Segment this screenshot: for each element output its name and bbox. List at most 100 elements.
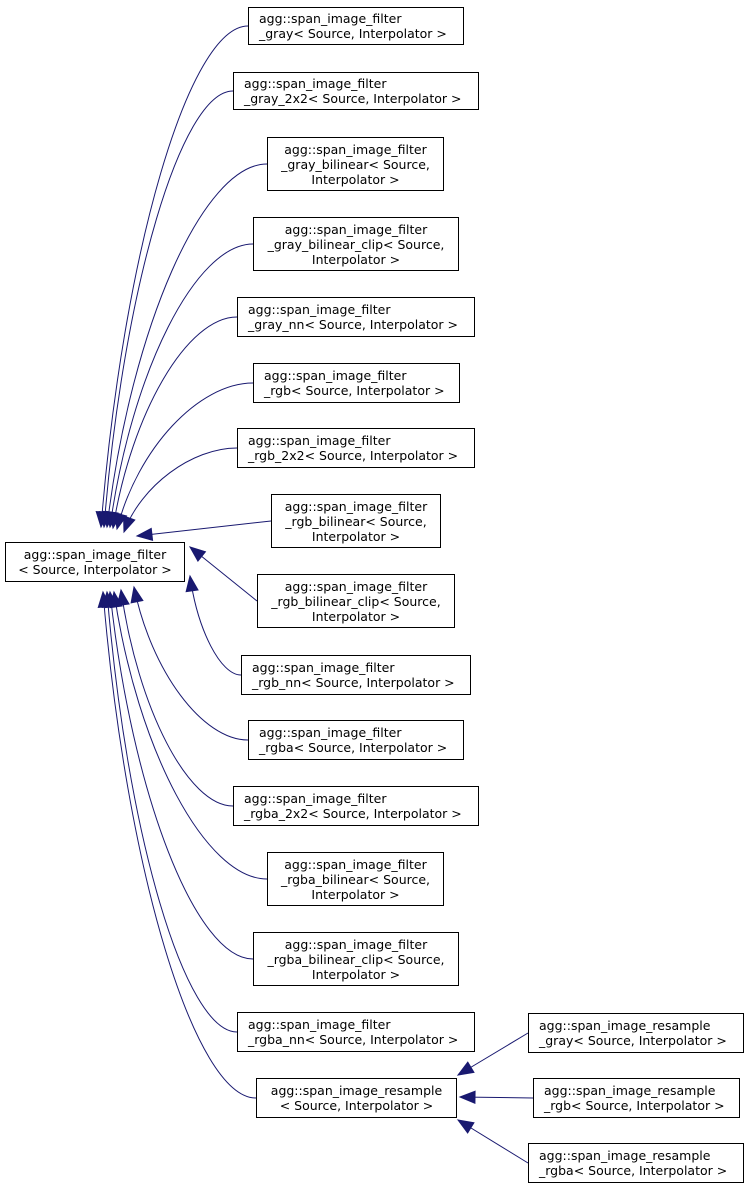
edge-arrowhead [456, 1061, 475, 1076]
edge-arrowhead [185, 574, 199, 593]
edge-line [103, 90, 234, 528]
class-node-gray-nn[interactable]: agg::span_image_filter_gray_nn< Source, … [237, 297, 475, 337]
inheritance-edge-rgba-2x2 [116, 588, 234, 807]
class-node-rgb-bil[interactable]: agg::span_image_filter_rgb_bilinear< Sou… [271, 494, 441, 548]
class-node-gray-bil[interactable]: agg::span_image_filter_gray_bilinear< So… [267, 137, 444, 191]
class-node-label-line: Interpolator > [311, 251, 401, 267]
class-node-label-line: agg::span_image_filter [259, 11, 402, 26]
class-node-label-line: agg::span_image_filter [284, 141, 427, 157]
class-node-label-line: _gray_bilinear_clip< Source, [267, 236, 445, 252]
edge-line [112, 316, 238, 529]
class-node-label-line: _rgb_2x2< Source, Interpolator > [248, 448, 459, 463]
edge-arrowhead [458, 1090, 476, 1104]
class-node-rgb-bilc[interactable]: agg::span_image_filter_rgb_bilinear_clip… [257, 574, 455, 628]
edge-line [106, 163, 268, 528]
class-node-label-line: agg::span_image_filter [284, 856, 427, 872]
inheritance-edge-res-rgb [458, 1090, 534, 1104]
inheritance-edge-resample [97, 590, 257, 1099]
class-node-label-line: _gray_bilinear< Source, [281, 156, 430, 172]
class-node-label-line: Interpolator > [311, 886, 400, 902]
class-node-label-line: agg::span_image_filter [284, 498, 428, 514]
edge-arrowhead [188, 546, 207, 562]
class-node-res-rgba[interactable]: agg::span_image_resample_rgba< Source, I… [528, 1143, 744, 1183]
class-node-rgba-nn[interactable]: agg::span_image_filter_rgba_nn< Source, … [237, 1012, 475, 1052]
class-node-label-line: _rgb< Source, Interpolator > [264, 383, 445, 398]
class-node-label-line: Interpolator > [311, 528, 401, 544]
inheritance-edge-gray-nn [108, 316, 238, 530]
class-node-label-line: _rgba< Source, Interpolator > [259, 740, 448, 755]
edge-line [113, 591, 268, 880]
edge-arrowhead [123, 515, 136, 534]
edge-arrowhead [97, 590, 111, 609]
class-node-gray-2x2[interactable]: agg::span_image_filter_gray_2x2< Source,… [233, 72, 479, 110]
class-node-gray-bilc[interactable]: agg::span_image_filter_gray_bilinear_cli… [253, 217, 459, 271]
edge-line [120, 589, 234, 807]
class-node-label-line: agg::span_image_filter [23, 547, 167, 562]
inheritance-edge-rgb [114, 382, 254, 531]
class-node-label-line: < Source, Interpolator > [18, 562, 172, 577]
class-node-label-line: agg::span_image_filter [264, 368, 407, 383]
class-node-rgb-nn[interactable]: agg::span_image_filter_rgb_nn< Source, I… [241, 655, 471, 695]
class-node-label-line: agg::span_image_resample [270, 1083, 443, 1098]
edge-arrowhead [130, 585, 144, 604]
class-node-label-line: agg::span_image_filter [248, 302, 391, 317]
class-node-rgba[interactable]: agg::span_image_filter_rgba< Source, Int… [248, 720, 464, 760]
edge-arrowhead [456, 1119, 475, 1134]
class-node-label-line: agg::span_image_filter [284, 936, 428, 952]
edge-line [189, 575, 242, 676]
class-node-label-line: _rgba_bilinear< Source, [280, 871, 431, 887]
edge-line [123, 447, 238, 533]
class-node-rgb[interactable]: agg::span_image_filter_rgb< Source, Inte… [253, 363, 460, 403]
class-node-label-line: agg::span_image_filter [248, 1017, 391, 1032]
class-node-res-rgb[interactable]: agg::span_image_resample_rgb< Source, In… [533, 1078, 740, 1118]
class-node-rgba-2x2[interactable]: agg::span_image_filter_rgba_2x2< Source,… [233, 786, 479, 826]
class-node-label-line: _gray_nn< Source, Interpolator > [248, 317, 458, 332]
class-node-label-line: _gray_2x2< Source, Interpolator > [244, 91, 462, 106]
class-node-label-line: _rgb< Source, Interpolator > [544, 1098, 725, 1113]
edge-line [106, 591, 238, 1033]
class-node-res-gray[interactable]: agg::span_image_resample_gray< Source, I… [528, 1013, 744, 1053]
inheritance-edge-rgba [130, 585, 249, 741]
class-node-label-line: _gray< Source, Interpolator > [259, 26, 447, 41]
class-node-rgba-bil[interactable]: agg::span_image_filter_rgba_bilinear< So… [267, 852, 444, 906]
edge-line [109, 591, 254, 960]
class-node-label-line: agg::span_image_resample [539, 1148, 711, 1163]
class-node-label-line: agg::span_image_filter [284, 221, 428, 237]
edge-line [100, 25, 249, 528]
edge-line [109, 243, 254, 528]
edge-line [136, 520, 272, 537]
class-node-label-line: agg::span_image_filter [244, 76, 387, 91]
inheritance-edge-rgb-bil [135, 520, 272, 541]
class-node-label-line: _rgba_2x2< Source, Interpolator > [244, 806, 462, 821]
inheritance-edge-gray-bilc [105, 243, 254, 529]
edge-arrowhead [135, 527, 154, 541]
edge-line [133, 586, 249, 741]
inheritance-edge-rgb-2x2 [123, 447, 238, 534]
edge-line [102, 591, 257, 1099]
inheritance-edge-res-rgba [456, 1119, 529, 1164]
class-node-rgb-2x2[interactable]: agg::span_image_filter_rgb_2x2< Source, … [237, 428, 475, 468]
class-node-label-line: Interpolator > [311, 966, 401, 982]
class-node-label-line: agg::span_image_filter [259, 725, 402, 740]
class-node-label-line: agg::span_image_resample [539, 1018, 711, 1033]
class-node-label-line: _rgb_bilinear< Source, [285, 513, 427, 529]
class-node-base[interactable]: agg::span_image_filter< Source, Interpol… [5, 542, 185, 582]
class-node-label-line: Interpolator > [311, 171, 400, 187]
class-node-label-line: _rgba_bilinear_clip< Source, [267, 951, 445, 967]
class-node-label-line: Interpolator > [311, 608, 401, 624]
class-node-label-line: agg::span_image_filter [244, 791, 387, 806]
inheritance-edge-rgba-bilc [104, 590, 254, 960]
edge-line [116, 382, 254, 530]
class-node-label-line: agg::span_image_filter [284, 578, 428, 594]
class-node-label-line: agg::span_image_filter [248, 433, 391, 448]
inheritance-edge-rgba-nn [101, 590, 238, 1033]
inheritance-edge-rgb-bilc [188, 546, 258, 602]
inheritance-edge-rgb-nn [185, 574, 242, 676]
class-node-gray[interactable]: agg::span_image_filter_gray< Source, Int… [248, 7, 464, 45]
class-node-label-line: _rgba_nn< Source, Interpolator > [248, 1032, 459, 1047]
inheritance-edge-res-gray [456, 1032, 529, 1076]
class-node-resample[interactable]: agg::span_image_resample< Source, Interp… [256, 1078, 457, 1118]
class-node-rgba-bilc[interactable]: agg::span_image_filter_rgba_bilinear_cli… [253, 932, 459, 986]
